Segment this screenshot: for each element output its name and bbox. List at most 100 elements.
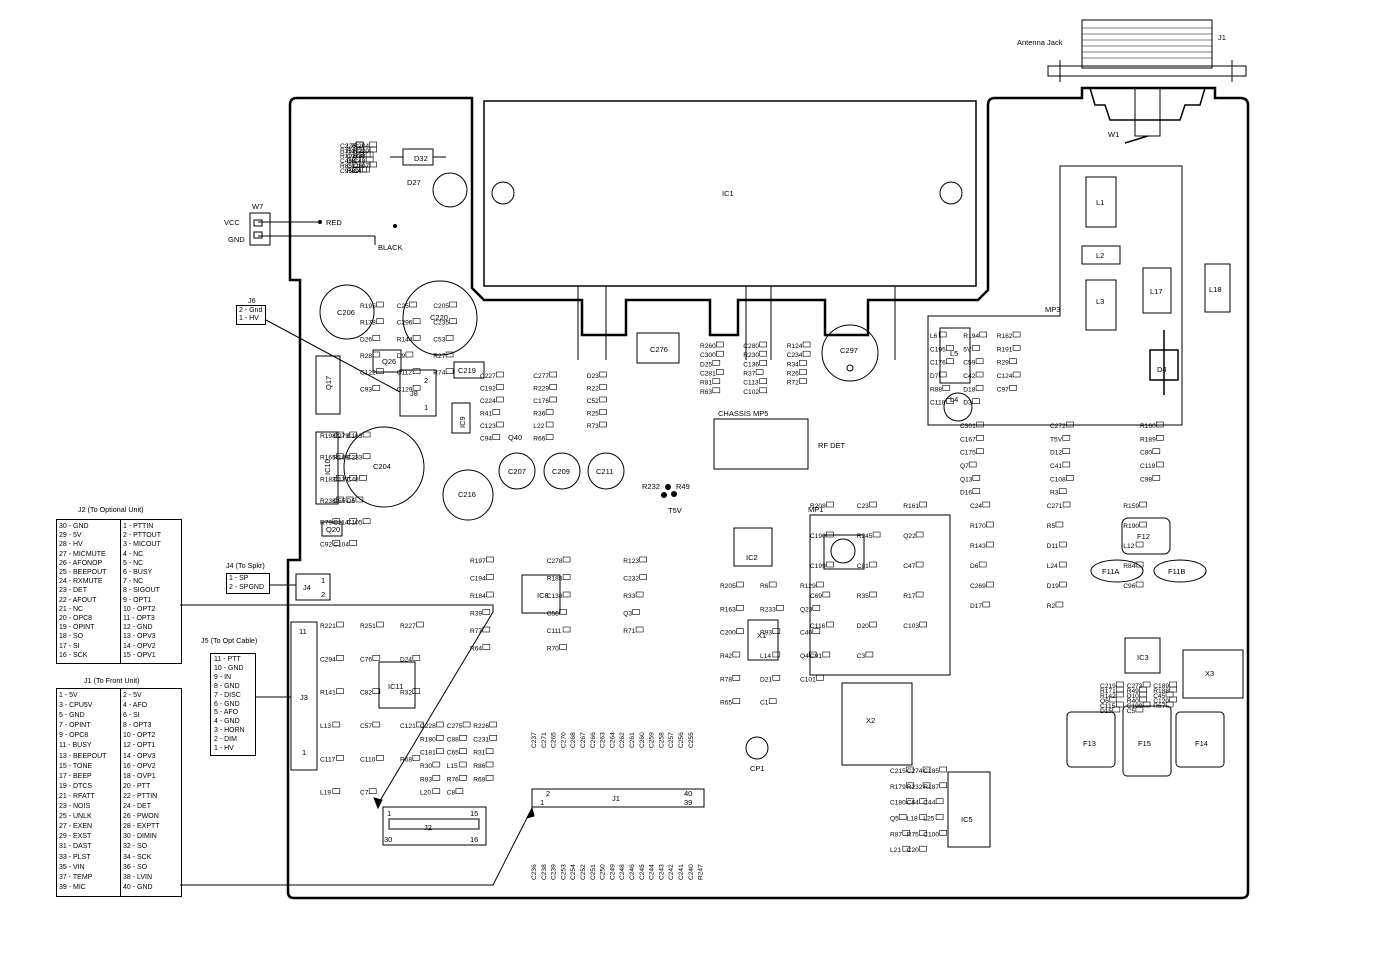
component-label: C215 <box>890 768 906 775</box>
component-pad <box>919 814 927 820</box>
component-label: R230 <box>743 352 759 359</box>
component-label: C100 <box>923 831 939 838</box>
component-label: C109 <box>1127 703 1143 710</box>
component-pad <box>496 421 504 428</box>
component-pad <box>922 766 931 773</box>
component-pad <box>799 369 807 375</box>
component-label: R67 <box>1153 703 1165 710</box>
component-label: R172 <box>347 148 363 155</box>
c206-label: C206 <box>337 308 355 317</box>
q20-label: Q20 <box>326 525 340 534</box>
component-pad <box>1055 521 1064 528</box>
component-pad <box>332 518 341 525</box>
component-label: C195 <box>930 346 946 353</box>
pin-entry: 29 - EXST <box>59 833 92 841</box>
component-label: C167 <box>960 436 976 443</box>
board-outline <box>286 86 1250 900</box>
component-label: R170 <box>970 523 986 530</box>
component-label: C94 <box>480 436 492 443</box>
pin-entry: 19 - OPINT <box>59 624 95 632</box>
component-label: R40 <box>1127 698 1139 705</box>
component-pad <box>635 591 644 598</box>
pin-entry: 8 - SIGOUT <box>123 587 160 595</box>
component-label: R49 <box>1127 688 1139 695</box>
strip-label: C251 <box>590 864 597 880</box>
component-label: Q4 <box>800 653 809 660</box>
pin-entry: 39 - MIC <box>59 883 86 891</box>
component-pad <box>562 591 571 598</box>
component-pad <box>1169 686 1177 693</box>
pin-entry: 5 - NC <box>123 559 144 567</box>
component-label: C121 <box>400 723 416 730</box>
component-pad <box>412 318 421 325</box>
l17-label: L17 <box>1150 287 1163 296</box>
component-pad <box>336 688 344 695</box>
component-label: R38 <box>353 153 365 160</box>
component-label: R233 <box>760 606 776 613</box>
pin-entry: 18 - SO <box>59 633 84 641</box>
pin-entry: 7 - OPINT <box>59 722 91 730</box>
pin-entry: 10 - GND <box>214 664 244 672</box>
component-pad <box>1012 344 1021 351</box>
component-pad <box>802 350 811 357</box>
component-label: R184 <box>470 593 486 600</box>
pin-entry: 26 - AFONOP <box>59 559 103 567</box>
strip-label: C258 <box>658 732 665 748</box>
component-label: R87 <box>890 831 902 838</box>
r5-label: R49 <box>676 482 690 491</box>
component-label: C294 <box>320 656 336 663</box>
component-label: R66 <box>533 436 545 443</box>
pin-entry: 13 - OPV3 <box>123 633 156 641</box>
j4-pin1: 1 <box>321 576 325 585</box>
component-pad <box>376 368 384 375</box>
component-pad <box>639 574 648 580</box>
component-label: C44 <box>923 800 935 807</box>
component-pad <box>549 384 558 390</box>
component-labels: C226R195C227R260R198R197R205R208R221C228… <box>320 141 1177 854</box>
component-label: C175 <box>960 450 976 457</box>
component-label: C192 <box>480 386 496 393</box>
j2-pin15: 15 <box>470 809 478 818</box>
component-pad <box>496 371 504 378</box>
component-label: L19 <box>320 790 331 797</box>
component-pad <box>332 539 341 546</box>
component-pad <box>986 581 994 588</box>
pin-entry: 1 - PTTIN <box>123 523 154 530</box>
component-pad <box>345 496 354 503</box>
component-label: C112 <box>397 370 413 377</box>
ic11-chip <box>378 661 416 709</box>
component-pad <box>545 434 554 440</box>
chassis-mp5-label: CHASSIS MP5 <box>718 409 768 418</box>
component-label: C40 <box>800 630 812 637</box>
component-label: R260 <box>700 343 716 350</box>
pin-entry: 20 - OPC8 <box>59 615 93 623</box>
component-label: R192 <box>340 153 356 160</box>
component-label: C64 <box>907 800 919 807</box>
pin-entry: 11 - PTT <box>214 656 241 663</box>
component-label: D23 <box>587 373 599 380</box>
component-pad <box>635 626 644 633</box>
component-pad <box>1152 448 1161 455</box>
antenna-jack-label: Antenna Jack <box>1017 38 1063 47</box>
antenna-j1-label: J1 <box>1218 33 1226 42</box>
component-label: R171 <box>1100 688 1116 695</box>
component-label: C280 <box>743 343 759 350</box>
component-label: C3 <box>857 653 866 660</box>
pin-entry: 9 - IN <box>214 673 232 681</box>
component-label: C278 <box>547 558 563 565</box>
component-pad <box>1009 358 1017 365</box>
j1-pin2: 2 <box>546 789 550 798</box>
component-label: R69 <box>473 776 485 783</box>
component-pad <box>436 721 444 728</box>
component-label: R28 <box>360 353 372 360</box>
component-pad <box>869 591 877 598</box>
component-label: C120 <box>1153 698 1169 705</box>
pin-entry: 5 - AFO <box>214 709 239 717</box>
ic1-label: IC1 <box>722 189 734 198</box>
pin-entry: 4 - AFO <box>123 702 148 710</box>
component-pad <box>1062 461 1071 468</box>
component-pad <box>736 628 744 635</box>
l1-label: L1 <box>1096 198 1104 207</box>
